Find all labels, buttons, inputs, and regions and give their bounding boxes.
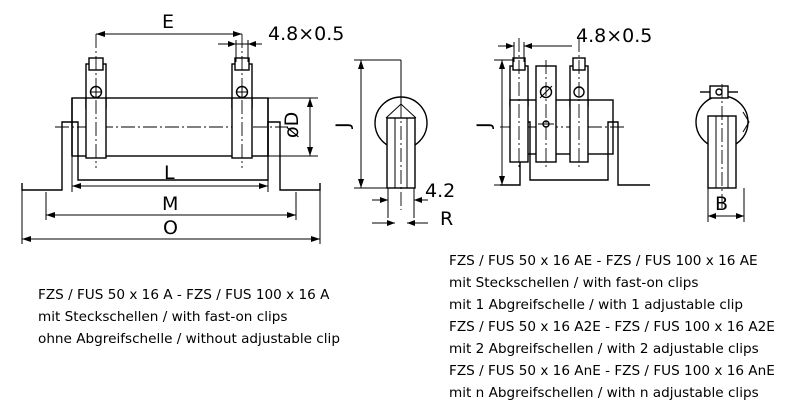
dimension-M: M <box>45 192 297 220</box>
dimension-E: E <box>96 11 242 37</box>
dimension-R: R <box>372 208 453 230</box>
fast-on-clip-far-right <box>569 38 589 170</box>
caption-right-line: FZS / FUS 50 x 16 AnE - FZS / FUS 100 x … <box>449 363 775 379</box>
caption-right: FZS / FUS 50 x 16 AE - FZS / FUS 100 x 1… <box>449 250 775 404</box>
fast-on-clip-right <box>231 34 253 168</box>
caption-left-line: ohne Abgreifschelle / without adjustable… <box>38 331 340 347</box>
mounting-bracket <box>21 121 321 191</box>
dimension-clip-spec-right: 4.8×0.5 <box>498 25 652 62</box>
adjustable-clip-view: 4.8×0.5 J <box>473 25 652 186</box>
dimension-B: B <box>707 188 745 222</box>
adjustable-clip-side-view: B <box>695 84 750 222</box>
dimension-J-side: J <box>332 59 401 189</box>
dimension-L: L <box>71 156 269 192</box>
dimension-4-2-label: 4.2 <box>425 180 455 202</box>
caption-left-line: mit Steckschellen / with fast-on clips <box>38 309 288 325</box>
dimension-clip-spec-left: 4.8×0.5 <box>218 23 344 62</box>
clip-spec-left-label: 4.8×0.5 <box>268 23 344 45</box>
clip-spec-right-label: 4.8×0.5 <box>576 25 652 47</box>
caption-right-line: FZS / FUS 50 x 16 AE - FZS / FUS 100 x 1… <box>449 253 758 269</box>
caption-left-line: FZS / FUS 50 x 16 A - FZS / FUS 100 x 16… <box>38 287 330 303</box>
J-right-label: J <box>473 122 495 129</box>
oD-label: øD <box>281 112 303 138</box>
front-view: E 4.8×0.5 øD L <box>21 11 344 244</box>
dimension-M-label: M <box>162 193 178 215</box>
dimension-O: O <box>21 196 321 244</box>
caption-left: FZS / FUS 50 x 16 A - FZS / FUS 100 x 16… <box>38 284 340 350</box>
J-side-label: J <box>332 122 354 129</box>
dimension-J-right: J <box>473 59 520 186</box>
caption-right-line: mit 2 Abgreifschellen / with 2 adjustabl… <box>449 341 759 357</box>
side-view: J 4.2 R <box>332 59 455 230</box>
caption-right-line: mit Steckschellen / with fast-on clips <box>449 275 699 291</box>
dimension-oD: øD <box>268 97 318 157</box>
dimension-E-label: E <box>162 11 174 33</box>
dimension-O-label: O <box>163 217 178 239</box>
adjustable-clip <box>535 60 557 170</box>
caption-right-line: mit n Abgreifschellen / with n adjustabl… <box>449 385 759 401</box>
fast-on-clip-right-view <box>509 38 529 170</box>
caption-right-line: FZS / FUS 50 x 16 A2E - FZS / FUS 100 x … <box>449 319 775 335</box>
dimension-B-label: B <box>715 193 728 215</box>
caption-right-line: mit 1 Abgreifschelle / with 1 adjustable… <box>449 297 744 313</box>
dimension-L-label: L <box>164 162 175 184</box>
fast-on-clip-left <box>85 34 107 168</box>
dimension-R-label: R <box>440 208 453 230</box>
dimension-4-2: 4.2 <box>372 180 455 203</box>
